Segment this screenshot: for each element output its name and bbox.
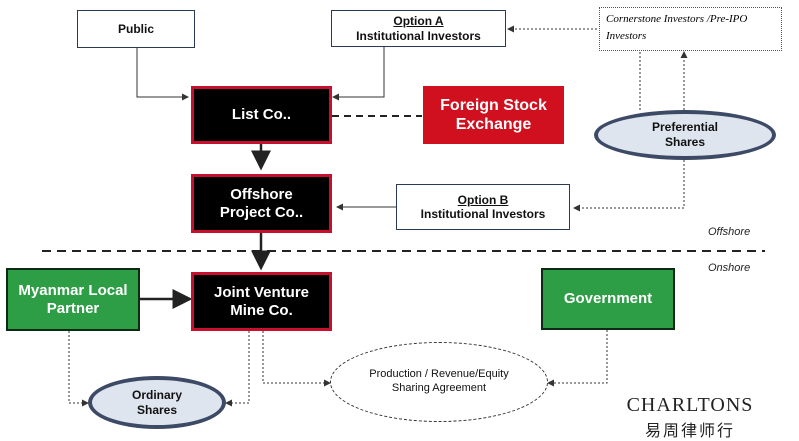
node-government-label: Government [563,290,653,307]
line-government-production [547,330,608,387]
line-preferential-optionb [573,160,685,212]
node-offshore-project-label: Offshore Project Co.. [219,185,304,221]
brand-chinese: 易周律师行 [644,423,735,440]
node-myanmar-partner-label: Myanmar Local Partner [18,281,128,317]
charltons-logo: CHARLTONS 易周律师行 [620,394,760,441]
node-option-b-title: Option B [457,192,509,207]
node-foreign-exchange: Foreign Stock Exchange [423,86,564,144]
node-public-label: Public [117,21,154,36]
node-myanmar-partner: Myanmar Local Partner [6,268,140,331]
node-production-label: Production / Revenue/Equity Sharing Agre… [369,368,509,394]
node-option-b: Option B Institutional Investors [396,184,570,230]
node-list-co: List Co.. [191,86,332,144]
node-production-agreement: Production / Revenue/Equity Sharing Agre… [330,342,548,422]
node-ordinary-label: Ordinary Shares [131,387,182,417]
node-option-b-sub: Institutional Investors [420,207,546,221]
node-option-a-sub: Institutional Investors [356,28,481,43]
node-cornerstone-label: Cornerstone Investors /Pre-IPO Investors [606,13,748,42]
line-jv-ordinary [225,331,250,407]
node-option-a-title: Option A [393,14,444,29]
node-list-co-label: List Co.. [231,106,292,123]
node-jv-mine: Joint Venture Mine Co. [191,272,332,331]
node-ordinary-shares: Ordinary Shares [88,376,226,429]
brand-name: CHARLTONS [626,394,754,416]
node-preferential-label: Preferential Shares [651,120,719,149]
line-myanmar-ordinary [68,331,89,407]
node-foreign-exchange-label: Foreign Stock Exchange [440,96,547,133]
node-public: Public [77,10,195,48]
node-offshore-project: Offshore Project Co.. [191,174,332,233]
node-cornerstone: Cornerstone Investors /Pre-IPO Investors [599,7,782,51]
label-offshore: Offshore [708,226,751,238]
line-optiona-listco [332,46,385,101]
line-public-listco [136,48,189,101]
label-onshore: Onshore [708,262,751,274]
node-option-a: Option A Institutional Investors [331,10,506,47]
line-jv-production [262,331,331,387]
node-preferential-shares: Preferential Shares [594,110,776,160]
node-jv-mine-label: Joint Venture Mine Co. [213,283,310,319]
node-government: Government [541,268,675,330]
